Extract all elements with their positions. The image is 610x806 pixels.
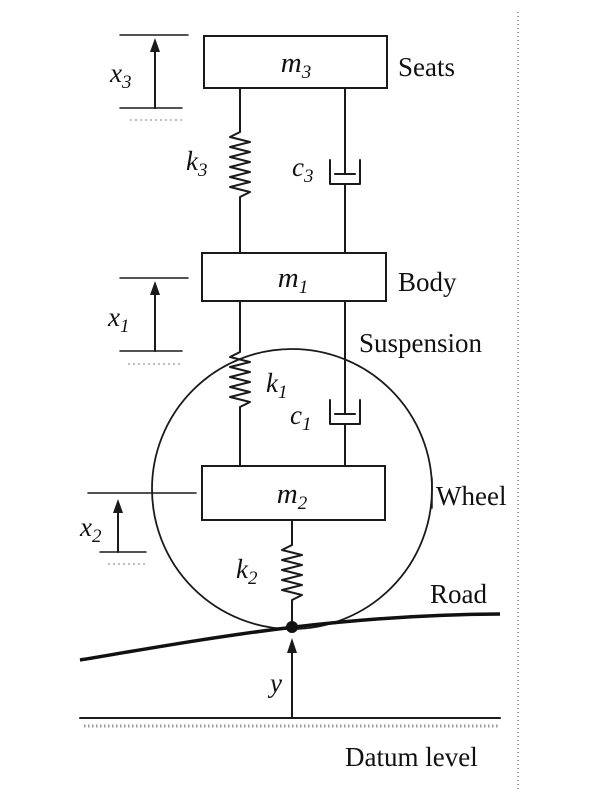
body-mass-block xyxy=(201,252,387,302)
y-label: y xyxy=(267,668,282,698)
wheel-mass-symbol: m2 xyxy=(277,478,308,514)
k2-spring xyxy=(281,519,303,628)
x2-arrowhead xyxy=(113,499,123,513)
y-arrowhead xyxy=(287,638,297,653)
seats-mass-symbol: m3 xyxy=(281,47,311,83)
x2-label: x2 xyxy=(79,512,102,547)
k1-label: k1 xyxy=(266,368,287,403)
seats-label: Seats xyxy=(398,52,455,82)
wheel-label: Wheel xyxy=(436,481,506,511)
c3-label: c3 xyxy=(292,152,313,187)
c3-damper xyxy=(329,87,361,254)
k3-spring xyxy=(229,87,251,254)
road-surface xyxy=(79,612,501,662)
x3-label: x3 xyxy=(109,58,131,93)
body-label: Body xyxy=(398,267,457,297)
k1-spring xyxy=(229,300,251,467)
x1-label: x1 xyxy=(107,302,129,337)
contact-point xyxy=(286,621,298,633)
suspension-label: Suspension xyxy=(359,328,483,358)
c1-damper xyxy=(329,300,361,467)
seats-mass-block xyxy=(203,35,388,89)
road-label: Road xyxy=(430,579,487,609)
wheel-mass-block xyxy=(201,465,386,521)
datum-label: Datum level xyxy=(345,742,478,772)
body-mass-symbol: m1 xyxy=(278,262,308,298)
x3-arrowhead xyxy=(150,38,160,52)
k3-label: k3 xyxy=(186,146,207,181)
k2-label: k2 xyxy=(236,554,258,589)
c1-label: c1 xyxy=(290,400,311,435)
x1-arrowhead xyxy=(150,281,160,295)
